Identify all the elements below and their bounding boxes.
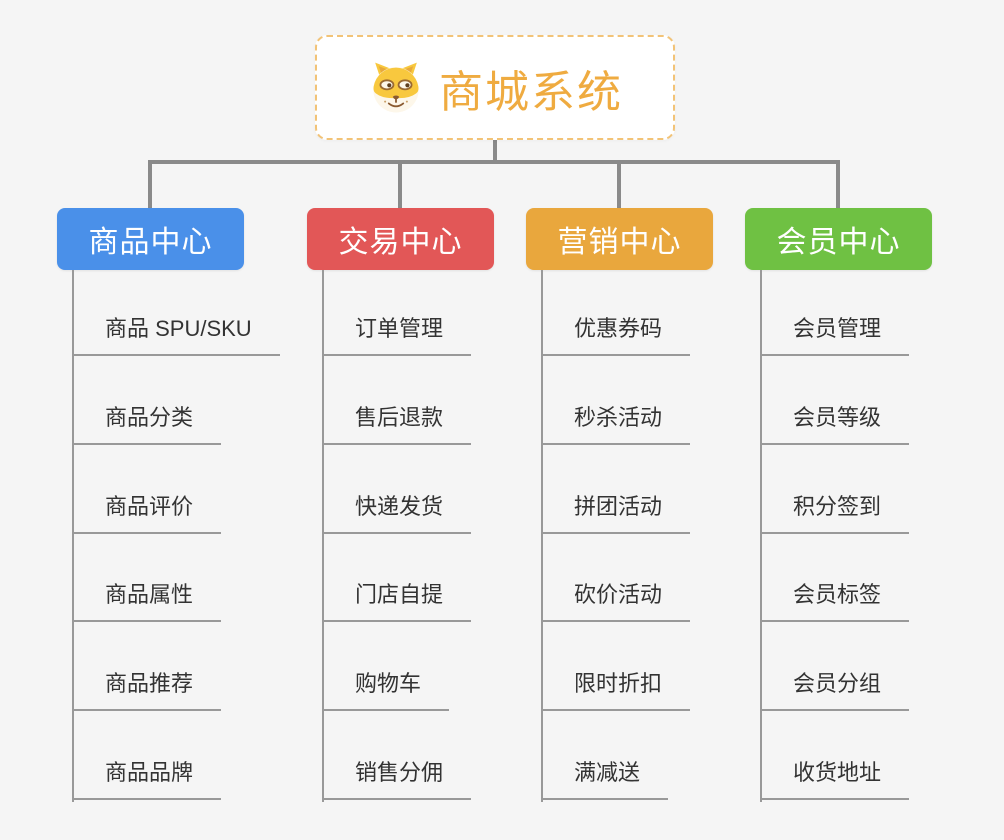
- bus-connector-line: [149, 160, 840, 164]
- leaf-node[interactable]: 快递发货: [322, 490, 472, 534]
- branch-trunk-line: [760, 270, 762, 802]
- branch-trunk-line: [72, 270, 74, 802]
- branch-node-member-center[interactable]: 会员中心: [745, 208, 932, 270]
- leaf-node[interactable]: 优惠券码: [541, 312, 691, 356]
- branch-node-marketing-center[interactable]: 营销中心: [526, 208, 713, 270]
- branch-connector-line: [617, 160, 621, 208]
- leaf-node[interactable]: 会员管理: [760, 312, 910, 356]
- leaf-node[interactable]: 商品推荐: [72, 667, 222, 711]
- leaf-node[interactable]: 门店自提: [322, 578, 472, 622]
- branch-connector-line: [148, 160, 152, 208]
- leaf-node[interactable]: 售后退款: [322, 401, 472, 445]
- leaf-node[interactable]: 会员等级: [760, 401, 910, 445]
- branch-connector-line: [836, 160, 840, 208]
- root-title: 商城系统: [439, 67, 623, 117]
- leaf-node[interactable]: 积分签到: [760, 490, 910, 534]
- branch-node-goods-center[interactable]: 商品中心: [57, 208, 244, 270]
- leaf-node[interactable]: 商品分类: [72, 401, 222, 445]
- branch-connector-line: [398, 160, 402, 208]
- leaf-node[interactable]: 满减送: [541, 756, 669, 800]
- leaf-node[interactable]: 商品品牌: [72, 756, 222, 800]
- leaf-node[interactable]: 商品 SPU/SKU: [72, 312, 280, 356]
- leaf-node[interactable]: 购物车: [322, 667, 450, 711]
- leaf-node[interactable]: 会员标签: [760, 578, 910, 622]
- leaf-node[interactable]: 商品属性: [72, 578, 222, 622]
- leaf-node[interactable]: 收货地址: [760, 756, 910, 800]
- branch-trunk-line: [322, 270, 324, 802]
- doge-face-icon: [373, 62, 419, 112]
- leaf-node[interactable]: 订单管理: [322, 312, 472, 356]
- leaf-node[interactable]: 砍价活动: [541, 578, 691, 622]
- leaf-node[interactable]: 商品评价: [72, 490, 222, 534]
- branch-node-trade-center[interactable]: 交易中心: [307, 208, 494, 270]
- leaf-node[interactable]: 秒杀活动: [541, 401, 691, 445]
- root-connector-line: [493, 139, 497, 164]
- leaf-node[interactable]: 销售分佣: [322, 756, 472, 800]
- branch-trunk-line: [541, 270, 543, 802]
- leaf-node[interactable]: 拼团活动: [541, 490, 691, 534]
- root-node[interactable]: 商城系统: [315, 35, 675, 140]
- leaf-node[interactable]: 会员分组: [760, 667, 910, 711]
- leaf-node[interactable]: 限时折扣: [541, 667, 691, 711]
